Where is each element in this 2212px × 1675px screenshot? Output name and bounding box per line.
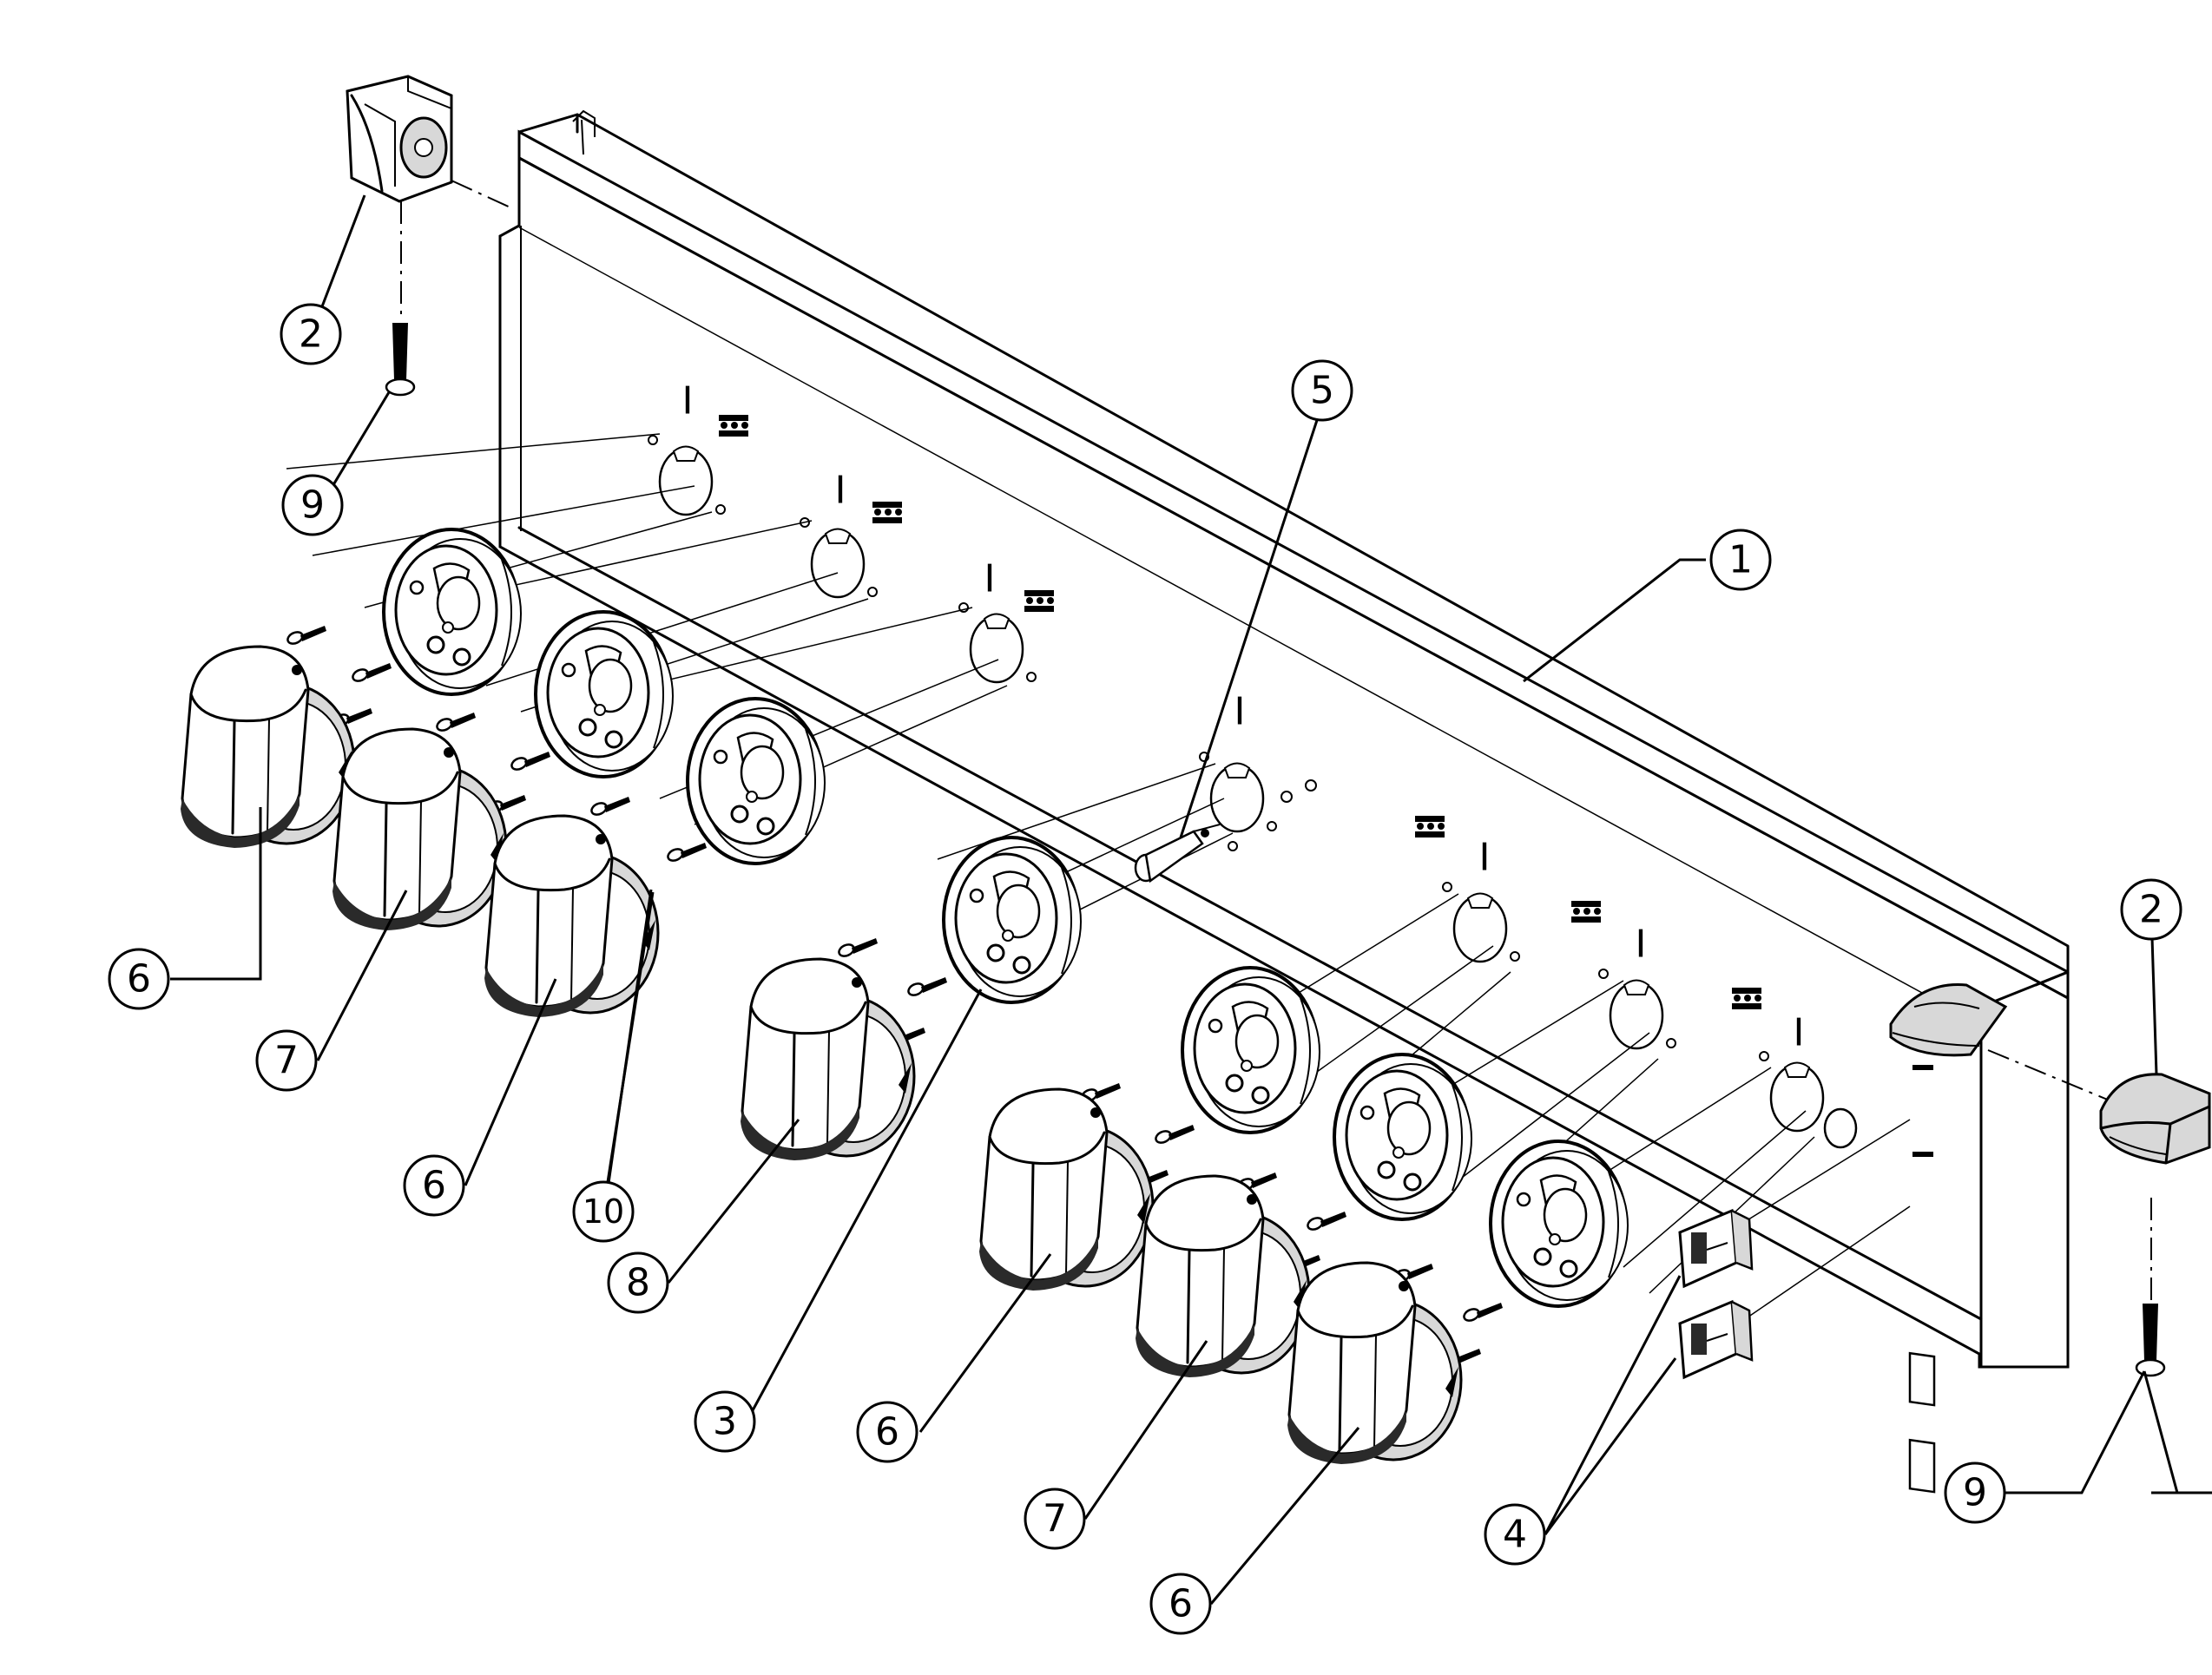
spark-igniter (1134, 824, 1221, 883)
svg-text:6: 6 (127, 957, 151, 1002)
svg-text:9: 9 (300, 483, 325, 528)
control-knob-4 (739, 957, 916, 1162)
leader-lines (170, 194, 2212, 1605)
callout-4: 4 (1484, 1503, 1546, 1566)
callout-7-a: 7 (255, 1029, 318, 1092)
end-cap-left (346, 75, 453, 203)
rocker-switch-1 (1678, 1208, 1754, 1289)
panel-hole-2: I (799, 469, 902, 599)
burner-mark: I (984, 557, 996, 601)
bezel-ring-7 (1489, 1140, 1629, 1308)
callout-6-a: 6 (108, 948, 170, 1010)
svg-text:10: 10 (583, 1192, 624, 1231)
rocker-switch-2 (1678, 1299, 1754, 1380)
callout-1: 1 (1709, 529, 1772, 591)
leader-10 (606, 891, 655, 1183)
control-knob-5 (978, 1087, 1155, 1292)
end-cap-mounted (1889, 983, 2008, 1057)
panel-hole-7: I (1732, 988, 1858, 1149)
burner-pictogram-icon (1024, 590, 1054, 612)
switch-openings (1908, 1065, 1936, 1494)
assembly-axis-lines (286, 180, 2152, 1320)
svg-text:1: 1 (1728, 538, 1753, 582)
bezel-ring-1 (382, 528, 523, 696)
callout-6-b: 6 (403, 1154, 465, 1217)
panel-hole-1: I (647, 379, 748, 516)
svg-text:9: 9 (1963, 1471, 1987, 1515)
burner-pictogram-icon (1415, 816, 1445, 838)
svg-text:8: 8 (626, 1261, 650, 1305)
callout-2-left: 2 (280, 303, 342, 365)
callout-6-d: 6 (1149, 1573, 1212, 1635)
control-knob-7 (1286, 1261, 1463, 1466)
callout-5: 5 (1291, 359, 1353, 422)
bezel-ring-5 (1181, 966, 1321, 1134)
panel-hole-5: I (1415, 816, 1521, 963)
bezel-ring-4 (942, 836, 1083, 1004)
callout-2-right: 2 (2120, 878, 2182, 941)
svg-text:7: 7 (274, 1039, 299, 1083)
svg-text:6: 6 (1169, 1582, 1193, 1626)
panel-hole-4: I (1198, 690, 1278, 833)
burner-mark: I (1234, 690, 1246, 734)
callout-6-c: 6 (856, 1401, 918, 1463)
bezel-ring-6 (1333, 1053, 1473, 1221)
bezel-ring-2 (534, 610, 675, 778)
burner-mark: I (1479, 836, 1491, 880)
burner-mark: I (1636, 923, 1647, 967)
control-knob-2 (331, 727, 508, 932)
control-panel-body (498, 109, 2070, 1369)
control-knob-6 (1134, 1174, 1311, 1379)
callout-7-b: 7 (1024, 1488, 1086, 1550)
svg-text:2: 2 (2139, 888, 2163, 932)
callout-3: 3 (694, 1390, 756, 1453)
burner-pictogram-icon (1732, 988, 1761, 1009)
svg-text:7: 7 (1043, 1497, 1067, 1541)
control-knob-3 (483, 814, 660, 1019)
bezel-ring-3 (686, 697, 826, 865)
mounting-screw-right (2135, 1304, 2166, 1377)
burner-mark: I (1794, 1011, 1805, 1055)
callout-8: 8 (607, 1251, 669, 1314)
callout-9-right: 9 (1944, 1462, 2006, 1524)
burner-mark: I (682, 379, 694, 424)
svg-text:4: 4 (1503, 1513, 1527, 1557)
panel-screw-holes (1228, 779, 1317, 851)
leader-9-right (2005, 1370, 2146, 1494)
burner-pictogram-icon (872, 502, 902, 523)
svg-text:2: 2 (299, 312, 323, 357)
svg-text:5: 5 (1310, 369, 1334, 413)
control-knob-1 (179, 645, 356, 850)
svg-text:3: 3 (713, 1400, 737, 1444)
burner-pictogram-icon (1571, 901, 1601, 923)
callout-9-left: 9 (281, 474, 344, 536)
burner-pictogram-icon (719, 415, 748, 437)
callout-10: 10 (572, 1180, 635, 1243)
mounting-screw-left (385, 323, 416, 397)
svg-text:6: 6 (875, 1410, 899, 1455)
panel-hole-6: I (1571, 901, 1677, 1050)
svg-text:6: 6 (422, 1164, 446, 1208)
end-cap-right (2099, 1073, 2211, 1165)
burner-mark: I (835, 469, 846, 513)
panel-hole-3: I (958, 557, 1054, 684)
